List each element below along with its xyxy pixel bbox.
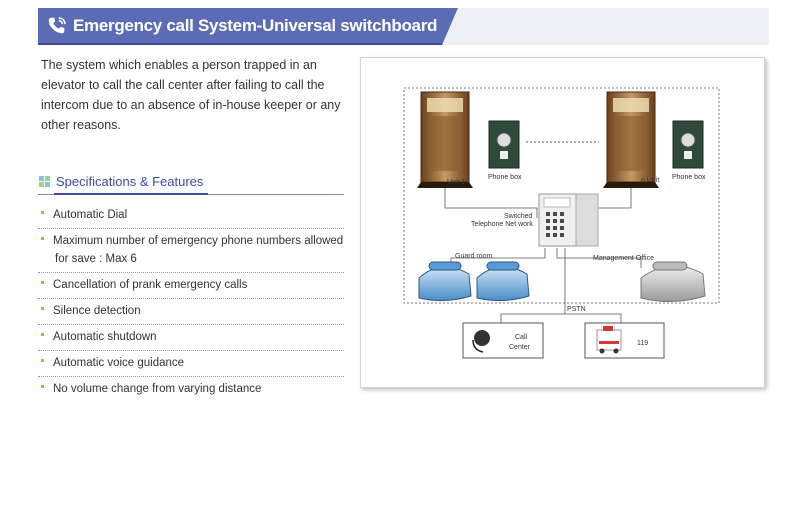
list-item: Automatic voice guidance xyxy=(38,351,344,377)
phone-box-1-label: Phone box xyxy=(488,174,522,181)
call-center-box xyxy=(462,322,544,359)
bullet-icon xyxy=(41,385,44,388)
feature-list: Automatic Dial Maximum number of emergen… xyxy=(38,203,344,402)
system-diagram: Unit 1 Phone box n Unit Phone box xyxy=(360,57,765,388)
pstn-label: PSTN xyxy=(567,306,586,313)
header-tab-slope xyxy=(442,8,458,45)
management-office-label: Management Office xyxy=(593,255,654,262)
switchboard xyxy=(538,193,599,247)
diagram-svg: Unit 1 Phone box n Unit Phone box xyxy=(403,87,720,359)
list-item: Automatic shutdown xyxy=(38,325,344,351)
list-item: Maximum number of emergency phone number… xyxy=(38,229,344,273)
bullet-icon xyxy=(41,211,44,214)
bullet-icon xyxy=(41,359,44,362)
guard-phone-2 xyxy=(476,261,530,302)
office-phone xyxy=(640,261,706,303)
call-center-label-2: Center xyxy=(509,344,531,351)
feature-text: Silence detection xyxy=(53,305,141,317)
switched-network-label: Telephone Net work xyxy=(471,221,533,228)
intro-text: The system which enables a person trappe… xyxy=(41,58,341,132)
feature-text: Cancellation of prank emergency calls xyxy=(53,279,248,291)
list-item: Cancellation of prank emergency calls xyxy=(38,273,344,299)
emergency-119-box xyxy=(584,322,665,359)
building-boundary xyxy=(403,87,720,304)
grid-icon xyxy=(39,176,50,187)
call-center-label-1: Call xyxy=(515,334,528,341)
phone-box-n xyxy=(672,120,704,169)
feature-text: Maximum number of emergency phone number… xyxy=(53,235,344,247)
guard-room-label: Guard room xyxy=(455,253,493,260)
list-item: No volume change from varying distance xyxy=(38,377,344,402)
bullet-icon xyxy=(41,307,44,310)
unit1-label: Unit 1 xyxy=(447,179,465,186)
feature-text: Automatic voice guidance xyxy=(53,357,185,369)
specs-title: Specifications & Features xyxy=(56,174,204,189)
feature-text: No volume change from varying distance xyxy=(53,383,262,395)
specs-underline xyxy=(54,193,208,195)
phone-box-n-label: Phone box xyxy=(672,174,706,181)
list-item: Silence detection xyxy=(38,299,344,325)
specs-heading: Specifications & Features xyxy=(38,173,344,195)
bullet-icon xyxy=(41,281,44,284)
unitn-label: n Unit xyxy=(641,177,659,184)
feature-text-continued: for save : Max 6 xyxy=(55,253,137,265)
header-bar: Emergency call System-Universal switchbo… xyxy=(38,8,769,45)
bullet-icon xyxy=(41,333,44,336)
header-tab: Emergency call System-Universal switchbo… xyxy=(38,8,442,45)
bullet-icon xyxy=(41,237,44,240)
feature-text: Automatic shutdown xyxy=(53,331,157,343)
emergency-number-label: 119 xyxy=(637,340,648,347)
phone-box-1 xyxy=(488,120,520,169)
elevator-unit-n xyxy=(603,91,659,188)
guard-phone-1 xyxy=(418,261,472,302)
elevator-unit-1 xyxy=(417,91,473,188)
page-title: Emergency call System-Universal switchbo… xyxy=(73,16,438,35)
phone-icon xyxy=(48,17,66,34)
list-item: Automatic Dial xyxy=(38,203,344,229)
feature-text: Automatic Dial xyxy=(53,209,128,221)
switched-label: Switched xyxy=(504,213,533,220)
